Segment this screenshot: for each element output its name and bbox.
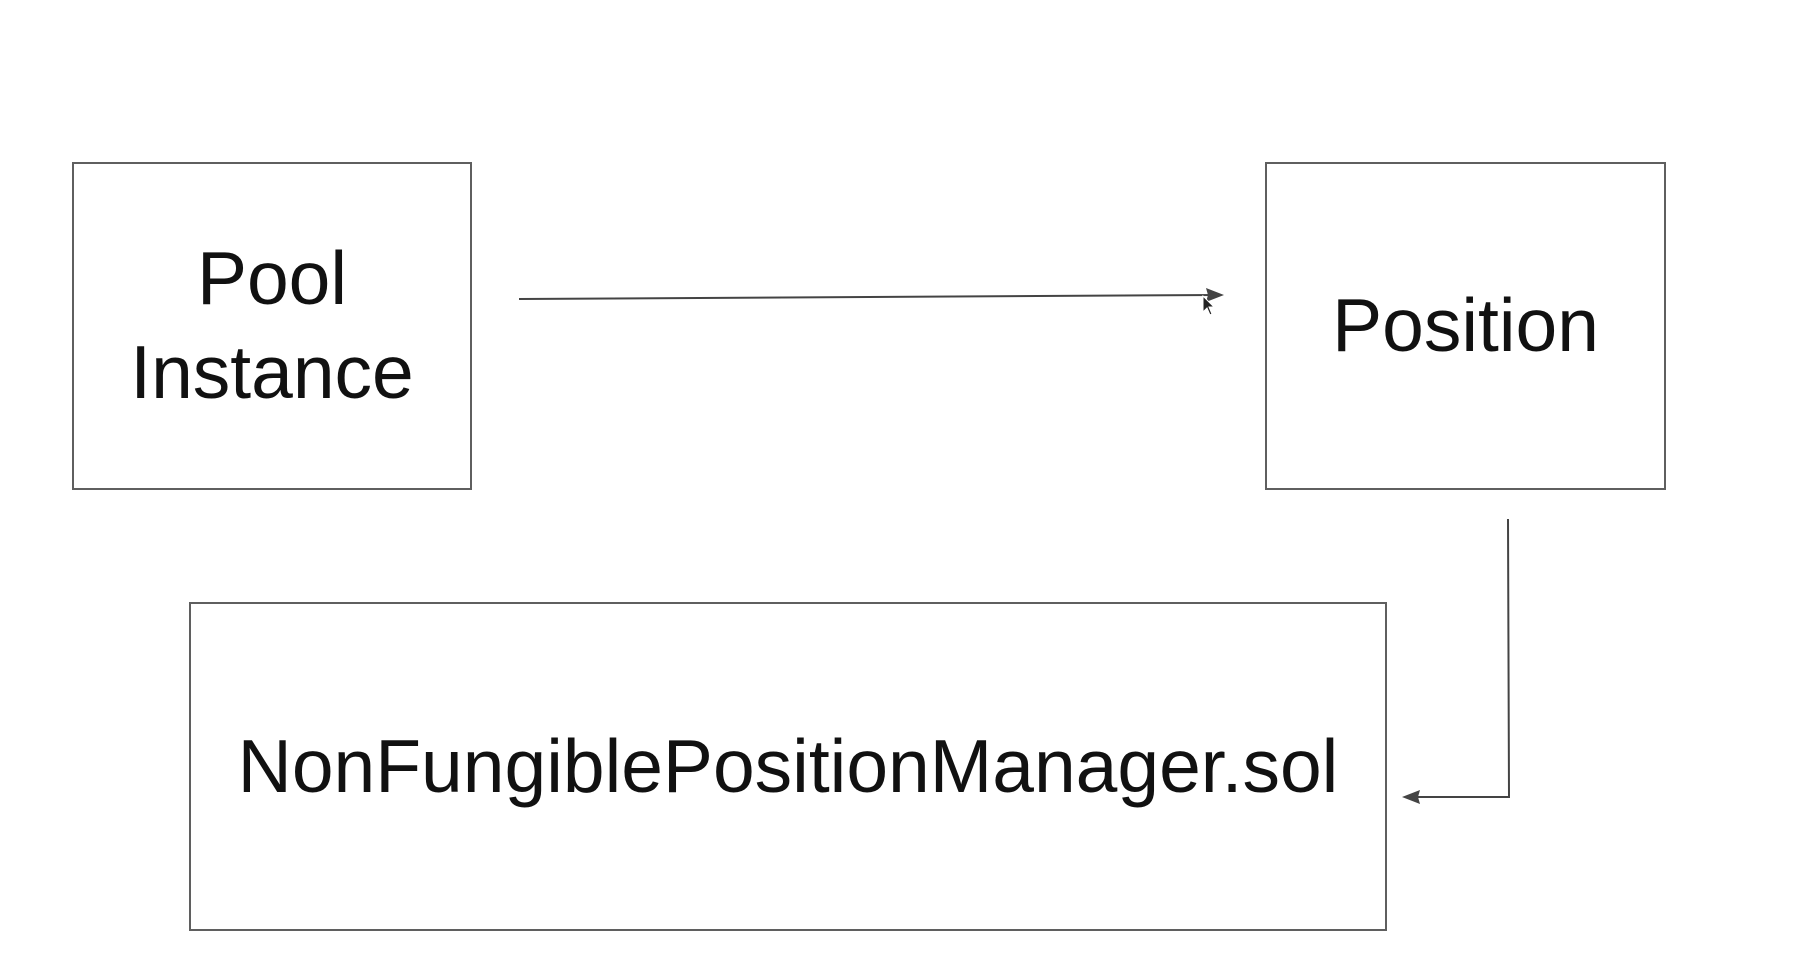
nonfungible-position-manager-label: NonFungiblePositionManager.sol (237, 723, 1339, 808)
nonfungible-position-manager-box: NonFungiblePositionManager.sol (189, 602, 1387, 931)
edge-position-to-manager-arrowhead (1402, 790, 1420, 804)
pool-instance-label: Pool Instance (130, 232, 414, 420)
position-label: Position (1332, 283, 1599, 368)
pool-instance-box: Pool Instance (72, 162, 472, 490)
edge-position-to-manager (1402, 518, 1511, 804)
mouse-pointer-icon (1202, 295, 1216, 316)
position-box: Position (1265, 162, 1666, 490)
edge-pool-to-position (518, 288, 1224, 302)
pool-instance-label-line1: Pool (196, 236, 348, 321)
pool-instance-label-line2: Instance (130, 330, 414, 414)
edge-pool-to-position-line (518, 294, 1219, 300)
edge-position-to-manager-line (1406, 518, 1511, 798)
